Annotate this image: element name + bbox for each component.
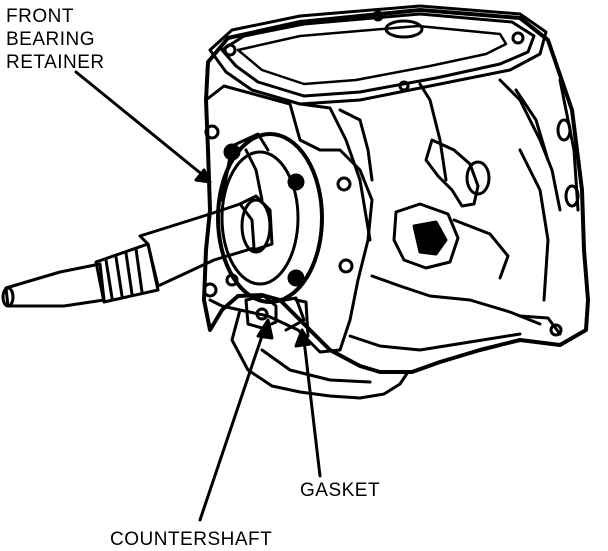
transmission-case	[202, 4, 590, 400]
callout-arrows	[74, 70, 322, 522]
front-bearing-retainer-label: FRONT BEARING RETAINER	[6, 5, 105, 74]
label-line-bearing: BEARING	[6, 29, 96, 50]
gasket-leader	[302, 338, 322, 478]
countershaft-leader	[198, 328, 266, 522]
gasket-label: GASKET	[300, 480, 381, 501]
countershaft-label: COUNTERSHAFT	[110, 529, 273, 550]
gasket-arrowhead	[294, 328, 312, 348]
label-line-front: FRONT	[6, 6, 74, 27]
countershaft-arrowhead	[256, 318, 274, 340]
input-shaft	[1, 194, 274, 308]
countershaft-boss	[244, 294, 306, 332]
front-retainer-leader	[74, 70, 206, 178]
front-retainer-arrowhead	[194, 168, 212, 184]
label-line-retainer: RETAINER	[6, 52, 105, 73]
